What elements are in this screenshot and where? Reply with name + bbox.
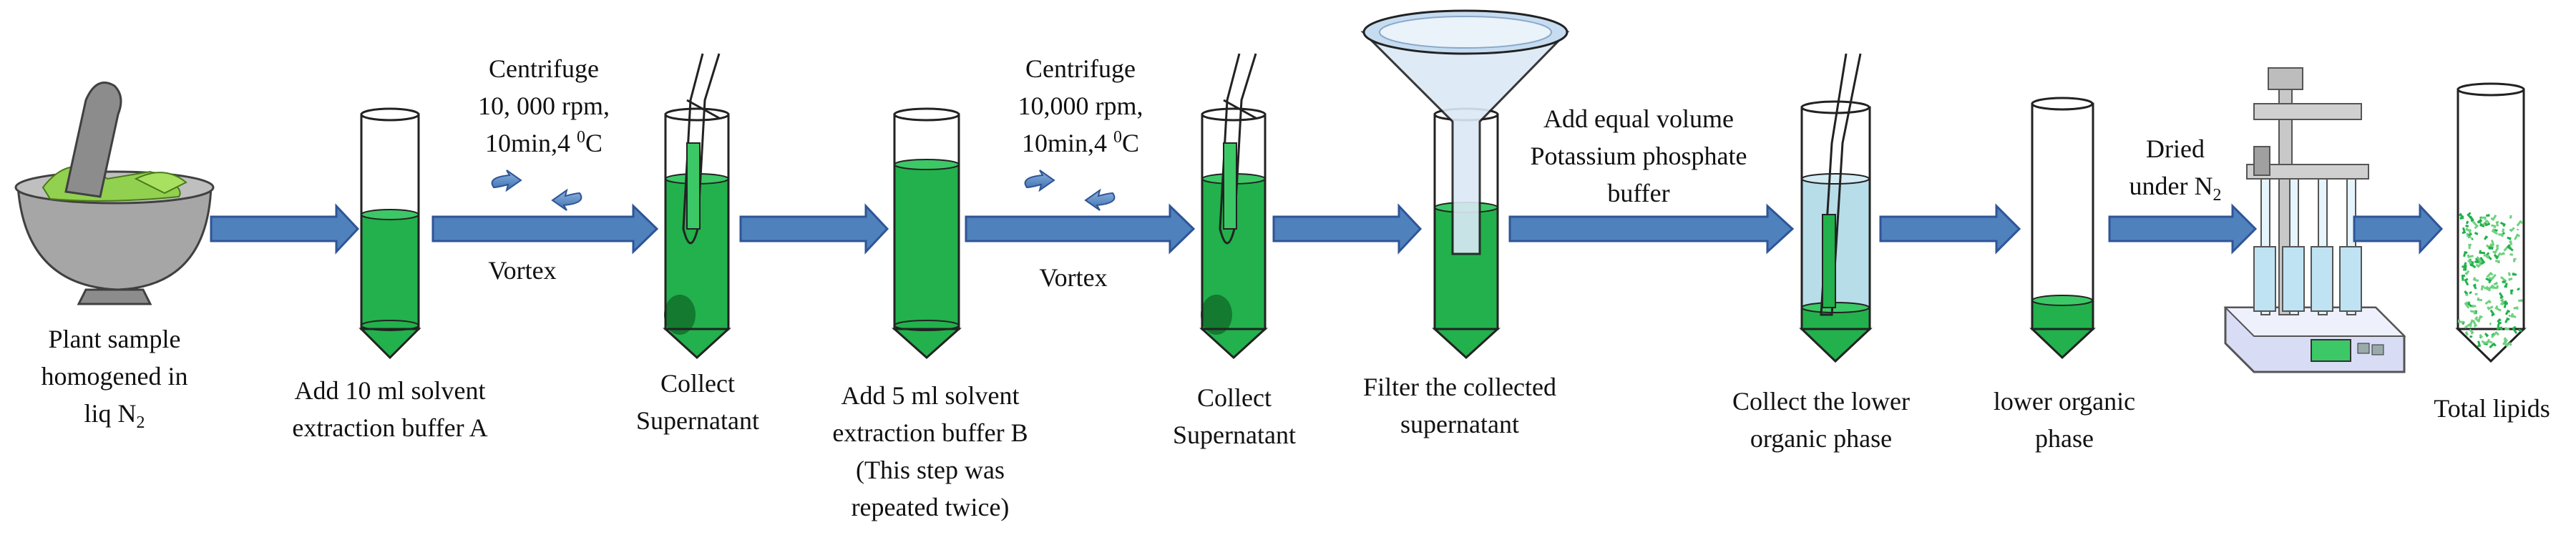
tube-buffer-a (358, 107, 421, 360)
tube-total-lipids (2455, 82, 2527, 363)
tube-lower-organic-phase (2029, 97, 2096, 360)
step-label-buffer-b: Add 5 ml solvent extraction buffer B (Th… (832, 381, 1028, 521)
tube-collect-supernatant-2 (1199, 53, 1268, 360)
arrow-1 (210, 203, 360, 255)
vortex-label-1: Vortex (488, 256, 557, 285)
mortar-pestle-icon (14, 82, 215, 305)
dried-under-n2-label: Dried under N2 (2129, 134, 2222, 205)
lipid-crystals-icon (2457, 212, 2524, 349)
tube-buffer-b (892, 107, 962, 360)
arrow-7 (1879, 203, 2021, 255)
funnel-filter-icon (1360, 9, 1570, 360)
arrow-5 (1272, 203, 1423, 255)
centrifuge-rotation-icon (491, 170, 582, 211)
step-label-total-lipids: Total lipids (2434, 394, 2550, 423)
step-label-lower-organic-phase: lower organic phase (1993, 387, 2136, 453)
tube-collect-supernatant-1 (663, 53, 731, 360)
vortex-label-2: Vortex (1039, 263, 1108, 292)
arrow-6 (1508, 203, 1795, 255)
arrow-3 (739, 203, 889, 255)
step-label-filter: Filter the collected supernatant (1363, 373, 1556, 438)
arrow-8 (2108, 203, 2258, 255)
step-label-collect-supernatant-1: Collect Supernatant (636, 369, 759, 435)
centrifuge-label-1: Centrifuge 10, 000 rpm, 10min,4 0C (478, 54, 610, 157)
step-label-buffer-a: Add 10 ml solvent extraction buffer A (292, 376, 488, 442)
nitrogen-evaporator-icon (2223, 67, 2406, 373)
arrow-9 (2353, 203, 2444, 255)
centrifuge-label-2: Centrifuge 10,000 rpm, 10min,4 0C (1018, 54, 1143, 157)
centrifuge-rotation-icon (1024, 170, 1116, 211)
phosphate-buffer-label: Add equal volume Potassium phosphate buf… (1530, 104, 1747, 207)
step-label-collect-supernatant-2: Collect Supernatant (1173, 383, 1296, 449)
arrow-2 (431, 203, 659, 255)
step-label-collect-lower-phase: Collect the lower organic phase (1732, 387, 1910, 453)
arrow-4 (965, 203, 1196, 255)
tube-phase-separation (1799, 53, 1873, 363)
step-label-plant-sample: Plant sample homogened in liq N2 (41, 325, 188, 433)
